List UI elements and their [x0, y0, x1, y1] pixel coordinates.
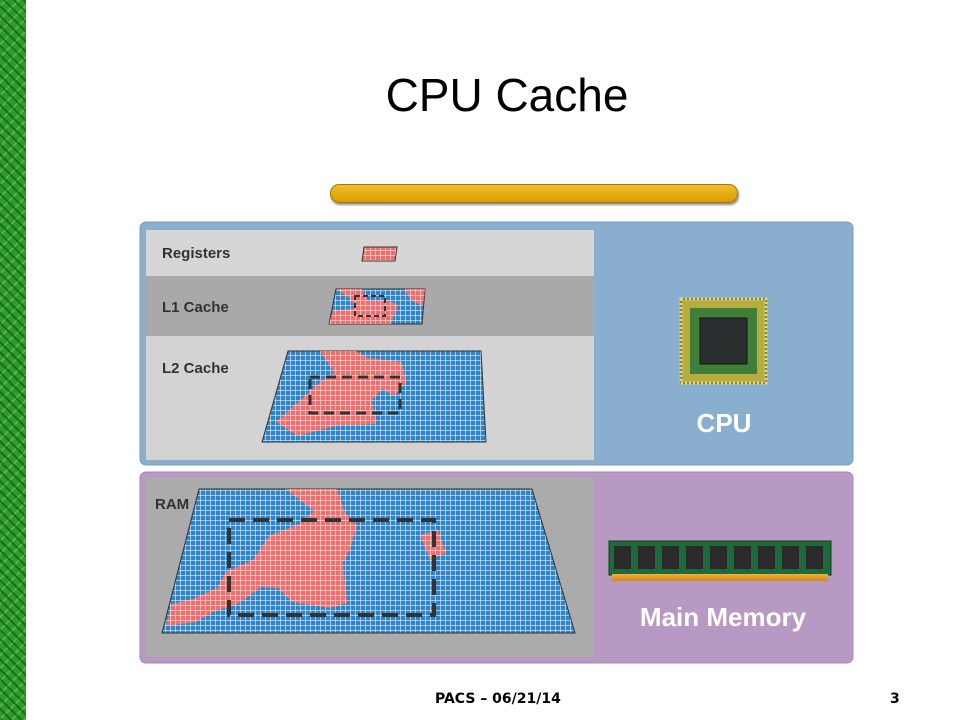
- l1-cache-red-region: [405, 289, 425, 306]
- ram-red-region: [195, 489, 357, 622]
- slide-title: CPU Cache: [385, 69, 629, 121]
- l1-cache-label: L1 Cache: [162, 299, 229, 316]
- l2-cache-red-region: [276, 351, 406, 436]
- cpu-chip-icon: [679, 297, 768, 385]
- title-underline-bar: [330, 184, 738, 203]
- ram-selection: [227, 518, 436, 617]
- ram-label: RAM: [155, 496, 189, 513]
- l1-cache-selection: [354, 295, 386, 317]
- ram-red-region: [166, 598, 196, 626]
- slide-footer: PACS – 06/21/14: [435, 691, 561, 707]
- registers-label: Registers: [162, 245, 230, 262]
- memory-module-icon: [608, 540, 832, 581]
- l2-cache-selection: [308, 375, 402, 415]
- main-memory-label: Main Memory: [640, 602, 807, 632]
- page-number: 3: [890, 691, 900, 707]
- cpu-label: CPU: [697, 408, 752, 438]
- l1-cache-red-region: [329, 289, 398, 324]
- l2-cache-label: L2 Cache: [162, 360, 229, 377]
- registers-grid: [361, 246, 398, 262]
- decorative-side-bar: [0, 0, 26, 720]
- ram-grid: [161, 488, 576, 634]
